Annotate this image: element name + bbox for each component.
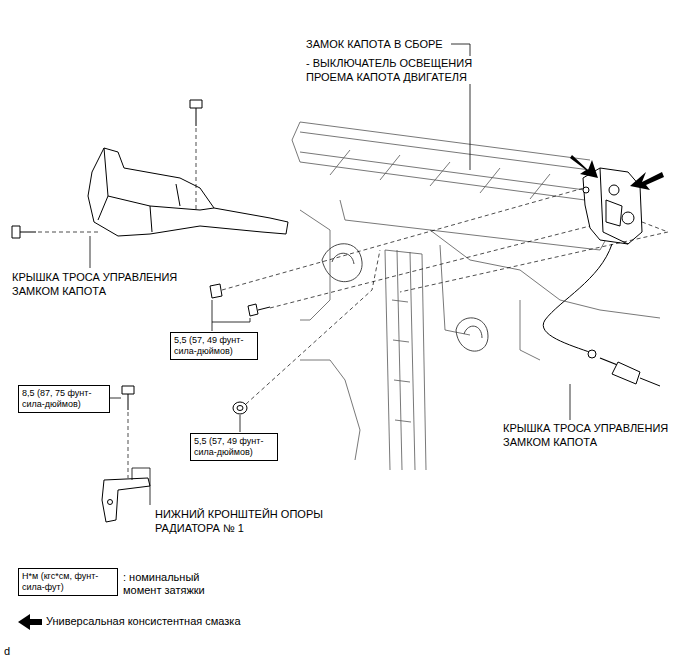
leader-line xyxy=(212,300,250,331)
torque-value: 5,5 (57, 49 фунт-сила-дюймов) xyxy=(174,335,254,357)
hood-lock-assembly xyxy=(606,200,622,226)
grease-point-arrow xyxy=(630,172,664,190)
cable-cover xyxy=(88,148,288,236)
radiator-support xyxy=(385,250,422,254)
cable-cover xyxy=(150,206,152,232)
radiator-support xyxy=(385,250,426,470)
legend-text: : номинальный момент затяжки xyxy=(123,571,219,597)
torque-spec-box: 5,5 (57, 49 фунт-сила-дюймов) xyxy=(170,332,258,360)
dashed-line xyxy=(270,226,590,308)
radiator-support xyxy=(300,360,360,460)
release-cable xyxy=(612,362,640,384)
radiator-support xyxy=(292,122,660,470)
release-cable xyxy=(543,244,612,353)
figure-code: d xyxy=(4,644,16,658)
dashed-line xyxy=(128,412,129,478)
radiator-support xyxy=(300,162,585,200)
horn xyxy=(456,318,488,351)
leader-line xyxy=(240,415,241,432)
bolt xyxy=(128,394,129,410)
leader-line xyxy=(110,398,121,399)
torque-spec-box: 5,5 (57, 49 фунт-сила-дюймов) xyxy=(190,433,278,461)
cable-cover xyxy=(104,148,214,210)
part-note: - ВЫКЛЮЧАТЕЛЬ ОСВЕЩЕНИЯ ПРОЕМА КАПОТА ДВ… xyxy=(306,56,478,84)
radiator-support xyxy=(440,245,470,335)
cable-cover xyxy=(88,148,288,236)
part-name: КРЫШКА ТРОСА УПРАВЛЕНИЯ ЗАМКОМ КАПОТА xyxy=(503,421,681,449)
leader-line xyxy=(570,384,571,420)
legend-sample-box: Н*м (кгс*см, фунт-сила-фут) xyxy=(18,568,118,596)
bolt xyxy=(258,307,270,310)
hood-lock-assembly xyxy=(583,168,642,244)
hood-lock-assembly xyxy=(622,212,634,224)
legend-arrow-symbol xyxy=(18,614,42,630)
leader-line xyxy=(90,236,91,268)
radiator-support xyxy=(300,132,590,170)
legend-arrow-symbol xyxy=(18,614,42,630)
bolt xyxy=(210,284,222,298)
dashed-line xyxy=(38,232,100,233)
part-name: НИЖНИЙ КРОНШТЕЙН ОПОРЫ РАДИАТОРА № 1 xyxy=(155,507,333,535)
radiator-support xyxy=(292,122,300,162)
hood-lock-assembly xyxy=(583,168,642,244)
bolt xyxy=(248,304,258,316)
horn xyxy=(322,244,362,282)
bolt xyxy=(196,108,197,126)
hood-lock-assembly xyxy=(583,187,589,193)
torque-value: 8,5 (87, 75 фунт-сила-дюймов) xyxy=(22,388,106,410)
dashed-line xyxy=(222,188,584,290)
bolt xyxy=(122,386,134,394)
release-cable xyxy=(640,378,660,386)
grease-point-arrow xyxy=(570,155,598,178)
radiator-bracket xyxy=(108,500,113,505)
part-name: КРЫШКА ТРОСА УПРАВЛЕНИЯ ЗАМКОМ КАПОТА xyxy=(12,270,190,298)
dashed-line xyxy=(246,250,380,404)
bolt xyxy=(12,226,20,238)
release-cable xyxy=(543,244,660,386)
dashed-line xyxy=(400,222,668,292)
bolt xyxy=(12,100,270,414)
torque-value: Н*м (кгс*см, фунт-сила-фут) xyxy=(22,571,114,593)
radiator-support xyxy=(340,200,610,250)
radiator-support xyxy=(300,210,330,320)
bolt xyxy=(237,406,243,411)
radiator-bracket xyxy=(102,478,150,522)
bolt xyxy=(20,232,36,233)
horn xyxy=(464,326,482,338)
bolt xyxy=(190,100,202,108)
torque-spec-box: 8,5 (87, 75 фунт-сила-дюймов) xyxy=(18,385,110,413)
horn xyxy=(322,244,488,351)
radiator-support xyxy=(392,300,411,422)
part-name: ЗАМОК КАПОТА В СБОРЕ xyxy=(306,37,451,51)
release-cable xyxy=(588,350,596,358)
leader-line xyxy=(132,468,150,505)
hood-lock-assembly xyxy=(609,185,619,195)
bolt xyxy=(233,402,247,414)
torque-value: 5,5 (57, 49 фунт-сила-дюймов) xyxy=(194,436,274,458)
radiator-support xyxy=(330,150,550,199)
grease-point-arrow xyxy=(570,155,664,190)
horn xyxy=(332,253,354,264)
cable-cover xyxy=(176,184,180,206)
legend-text: Универсальная консистентная смазка xyxy=(46,615,306,628)
radiator-bracket xyxy=(102,478,150,522)
radiator-support xyxy=(520,300,540,360)
dashed-line xyxy=(196,128,197,212)
hood-lock-assembly xyxy=(600,168,628,244)
radiator-support xyxy=(300,122,590,160)
cable-cover xyxy=(98,196,108,220)
